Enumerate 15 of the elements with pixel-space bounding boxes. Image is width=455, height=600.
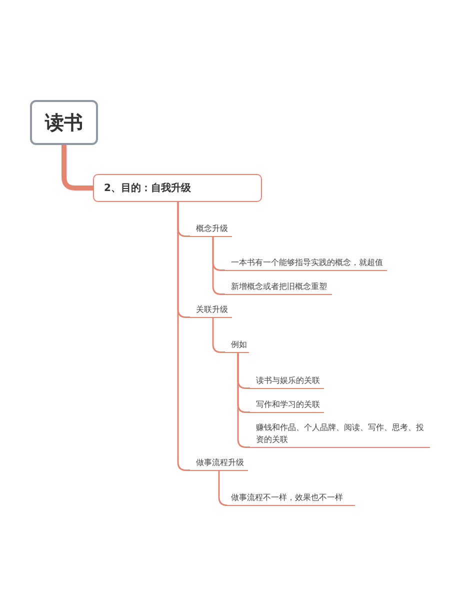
topic-label: 新增概念或者把旧概念重塑 <box>225 278 332 295</box>
topic-label: 概念升级 <box>190 220 232 237</box>
topic-label: 关联升级 <box>190 301 232 318</box>
connector-line <box>62 145 93 190</box>
topic-label: 写作和学习的关联 <box>250 396 324 413</box>
root-topic-box: 读书 <box>30 100 98 145</box>
topic-label: 做事流程升级 <box>190 454 248 471</box>
connector-line <box>218 471 228 506</box>
topic-label: 例如 <box>225 336 249 353</box>
topic-label: 读书与娱乐的关联 <box>250 372 324 389</box>
connector-line <box>212 318 225 353</box>
topic-label: 赚钱和作品、个人品牌、阅读、写作、思考、投资的关联 <box>250 417 430 448</box>
topic-label: 做事流程不一样，效果也不一样 <box>225 489 355 506</box>
topic-label: 一本书有一个能够指导实践的概念，就超值 <box>225 254 387 271</box>
main-topic-box: 2、目的：自我升级 <box>93 174 262 202</box>
